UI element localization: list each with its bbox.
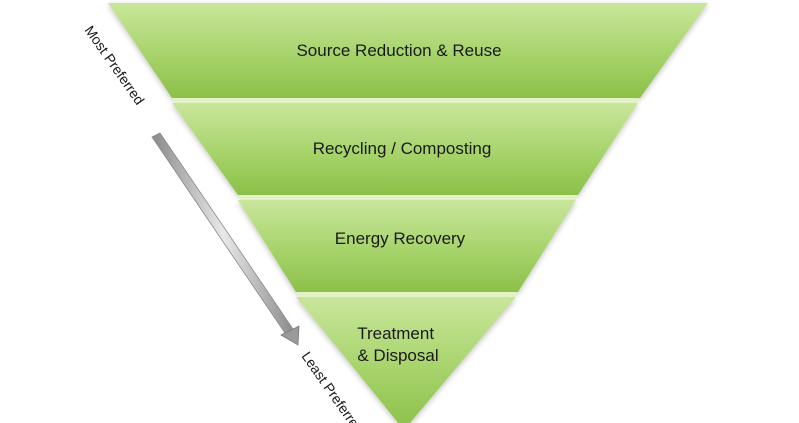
- tier-label-recycling: Recycling / Composting: [313, 139, 492, 158]
- tier-label-source-reduction: Source Reduction & Reuse: [296, 41, 501, 60]
- tier-labels: Source Reduction & Reuse Recycling / Com…: [296, 41, 501, 365]
- tier-source-reduction-shape: [108, 3, 708, 98]
- tier-separator: [172, 98, 640, 103]
- tier-label-treatment: Treatment & Disposal: [357, 324, 439, 365]
- arrow-head: [280, 325, 300, 346]
- tier-separator: [238, 195, 578, 200]
- tier-label-energy-recovery: Energy Recovery: [335, 229, 466, 248]
- tier-treatment-shape: [296, 297, 516, 423]
- pyramid-tiers: [108, 3, 708, 423]
- tier-separator: [296, 292, 518, 297]
- preference-arrow: [151, 132, 300, 346]
- tier-energy-recovery-shape: [238, 200, 576, 292]
- tier-separators: [172, 98, 640, 297]
- tier-recycling-shape: [172, 103, 638, 195]
